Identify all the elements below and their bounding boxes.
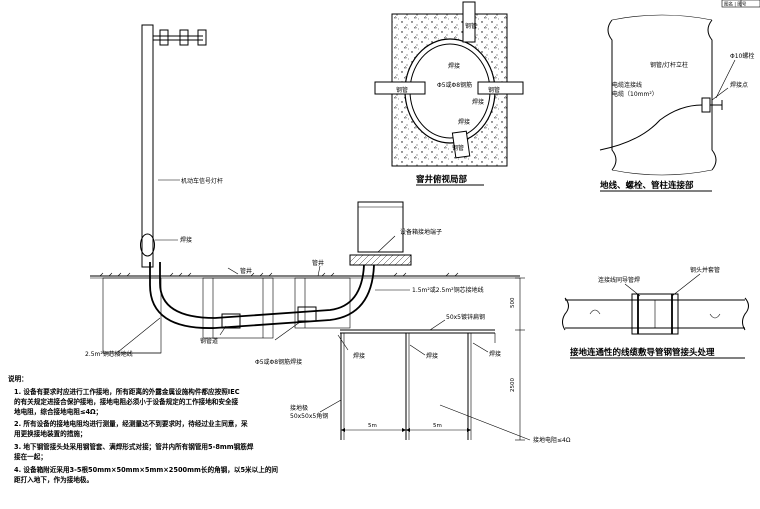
manhole-pipe-right — [477, 81, 524, 95]
bolt-title: 地线、螺栓、管柱连接部 — [600, 180, 694, 191]
note-line-2: 的有关规定进接合保护接地，接地电阻必须小于设备规定的工作接地和安全接 — [14, 397, 239, 406]
dim-2500: 2500 — [510, 378, 516, 392]
manhole-pipe-top — [462, 1, 476, 43]
note-line-6: 3. 地下钢管接头处采用钢管套、满焊形式对接；管井内所有钢管用5-8mm钢筋焊 — [14, 442, 254, 451]
pole-weld-label: 焊接 — [180, 236, 192, 244]
dim-5m-b: 5m — [433, 423, 442, 429]
note-line-5: 用更换接地装置的措施； — [14, 429, 87, 438]
ground-surface — [90, 272, 520, 279]
joint-label-right: 钢头并套管 — [690, 266, 720, 274]
ground-pole-label: 接地极 50x50x5角钢 — [290, 404, 328, 420]
well-right-label: 管井 — [312, 259, 324, 267]
dim-500: 500 — [510, 297, 516, 308]
joint-label-left: 连接线同导管焊 — [598, 276, 640, 284]
bolt-weld-point: 焊接点 — [730, 81, 748, 89]
bolt-head — [701, 97, 711, 113]
cable-upper-label: 1.5m²或2.5m²铜芯接地线 — [412, 286, 484, 294]
manhole-right — [294, 277, 351, 329]
signal-lamp-2 — [179, 29, 189, 46]
notes: 说明： 1. 设备有要求时应进行工作接地，所有距离的外露金属设施构件都应按照IE… — [8, 374, 278, 484]
weld-b-label: 焊接 — [426, 352, 438, 360]
flat-steel-label: 50x5镀锌扁钢 — [446, 313, 485, 321]
pipe-weld-label: Φ5或Φ8钢筋焊接 — [255, 358, 302, 366]
flat-steel-bar — [340, 329, 496, 343]
ground-rod-1 — [340, 333, 345, 440]
note-line-4: 2. 所有设备的接地电阻均进行测量，经测量达不到要求时，待经过业主同意，采 — [14, 419, 248, 428]
detail-joint: 连接线同导管焊 钢头并套管 接地连通性的线缆敷导管钢管接头处理 — [562, 266, 749, 359]
bolt-label: Φ10螺栓 — [730, 52, 754, 60]
main-drawing: 机动车信号灯杆 焊接 管井 管井 — [85, 24, 571, 444]
manhole-weld-2: 焊接 — [472, 98, 484, 106]
note-line-8: 4. 设备箱附近采用3-5根50mm×50mm×5mm×2500mm长的角钢，以… — [14, 465, 278, 474]
terminal-label: 设备箱接地端子 — [400, 228, 442, 236]
weld-a-label: 焊接 — [353, 352, 365, 360]
signal-lamp-3 — [197, 29, 207, 46]
joint-title: 接地连通性的线缆敷导管钢管接头处理 — [570, 347, 715, 358]
signal-pole — [140, 24, 207, 268]
detail-bolt: 钢管/灯杆立柱 电缆连接线 电缆（10mm²） Φ10螺栓 焊接点 地线、螺栓、… — [599, 14, 754, 192]
manhole-pipe-bottom — [451, 130, 471, 159]
manhole-pipe-bottom-label: 钢管 — [452, 144, 464, 152]
manhole-weld-1: 焊接 — [448, 62, 460, 70]
pole-label: 机动车信号灯杆 — [181, 177, 223, 185]
dim-5m-a: 5m — [368, 423, 377, 429]
steel-pipe-label: 钢管道 — [200, 337, 218, 345]
pipe-sleeve-2 — [297, 306, 317, 322]
cable-lower-label: 2.5m²铜芯接地线 — [85, 350, 133, 358]
manhole-weld-3: 焊接 — [458, 118, 470, 126]
bolt-wire-label: 电缆连接线 电缆（10mm²） — [612, 81, 658, 98]
notes-heading: 说明： — [8, 374, 28, 383]
detail-manhole: 钢管 钢管 钢管 钢管 焊接 焊接 焊接 Φ5或Φ8钢筋 窨井俯视局部 — [374, 1, 524, 186]
signal-lamp-1 — [159, 29, 169, 46]
ground-rod-3 — [467, 333, 472, 440]
manhole-left — [202, 277, 274, 339]
manhole-title: 窨井俯视局部 — [416, 174, 468, 185]
note-line-3: 地电阻，综合接地电阻≤4Ω； — [14, 407, 102, 416]
well-left-label: 管井 — [240, 267, 252, 275]
corner-title-block: 图名 | 图号 — [721, 0, 760, 8]
underground-steel-pipe — [149, 262, 375, 329]
pole-foundation — [102, 277, 162, 354]
weld-c-label: 焊接 — [489, 350, 501, 358]
joint-sleeve — [631, 293, 679, 335]
resistance-label: 接地电阻≤4Ω — [533, 436, 571, 444]
equipment-box — [349, 201, 412, 266]
bolt-pole-label: 钢管/灯杆立柱 — [650, 61, 688, 69]
manhole-pipe-right-label: 钢管 — [488, 86, 500, 94]
bolt-cable — [599, 104, 703, 151]
note-line-9: 距打入地下，作为接地极。 — [14, 475, 93, 484]
manhole-pipe-top-label: 钢管 — [465, 22, 477, 30]
note-line-1: 1. 设备有要求时应进行工作接地，所有距离的外露金属设施构件都应按照IEC — [14, 387, 240, 396]
manhole-rebar-label: Φ5或Φ8钢筋 — [437, 81, 472, 89]
ground-rod-2 — [405, 333, 410, 440]
pipe-sleeve-1 — [221, 313, 241, 329]
pole-weld-mark — [140, 233, 155, 257]
corner-text: 图名 | 图号 — [724, 1, 747, 8]
manhole-pipe-left-label: 钢管 — [396, 86, 408, 94]
note-line-7: 接在一起； — [14, 452, 47, 461]
manhole-pipe-left — [374, 81, 426, 95]
dimension-lines — [341, 277, 525, 441]
